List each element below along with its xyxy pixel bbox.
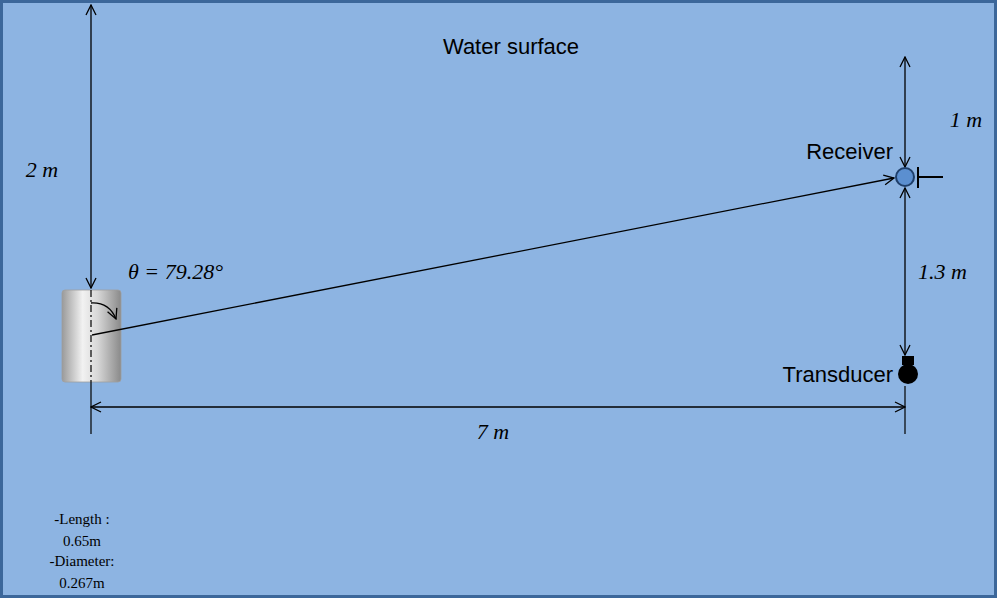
dimension-label: 1.3 m: [918, 259, 967, 285]
dimension-label-box: 2 m: [26, 157, 58, 183]
dimension-label: 2 m: [26, 157, 58, 183]
dimension-label: 1 m: [950, 107, 982, 133]
size-note-box: -Length : 0.65m: [43, 508, 121, 552]
receiver-symbol: [896, 168, 914, 186]
depth-dimension: [90, 5, 91, 288]
angle-arc: [91, 303, 116, 319]
receiver-label-box: Receiver: [806, 139, 893, 165]
cylinder-axis: [90, 290, 91, 382]
surface-label: Water surface: [443, 34, 579, 60]
separation-dimension: [904, 188, 905, 355]
size-note-box: -Diameter: 0.267m: [43, 550, 121, 594]
dimension-label-box: 1 m: [950, 107, 982, 133]
transducer-label: Transducer: [783, 362, 893, 388]
cylinder-target: [62, 290, 121, 382]
size-note: -Diameter: 0.267m: [43, 550, 121, 594]
size-note: -Length : 0.65m: [43, 508, 121, 552]
extension-line: [904, 386, 905, 434]
receiver-mount: [918, 176, 943, 178]
receiver-depth-dimension: [904, 57, 905, 167]
angle-label-box: θ = 79.28°: [128, 259, 223, 285]
receiver-label: Receiver: [806, 139, 893, 165]
transducer-symbol: [898, 364, 918, 384]
dimension-label-box: 7 m: [477, 419, 509, 445]
surface-label-box: Water surface: [443, 34, 579, 60]
dimension-label-box: 1.3 m: [918, 259, 967, 285]
extension-line: [90, 382, 91, 434]
dimension-label: 7 m: [477, 419, 509, 445]
transducer-label-box: Transducer: [783, 362, 893, 388]
scatter-ray: [92, 178, 894, 335]
transducer-symbol: [902, 356, 914, 365]
range-dimension: [91, 406, 905, 407]
angle-label: θ = 79.28°: [128, 259, 223, 285]
